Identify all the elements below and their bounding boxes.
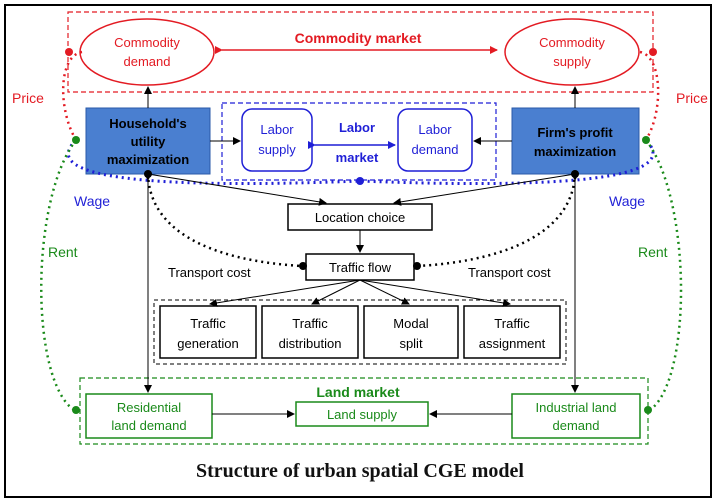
commodity-market-title: Commodity market	[295, 30, 422, 46]
household-utility-node	[85, 107, 211, 175]
rent-left-connector	[40, 139, 77, 412]
price-left-label: Price	[12, 90, 44, 106]
household-to-location-arrow	[147, 173, 327, 206]
industrial-line1: Industrial land	[536, 400, 617, 415]
flow-to-assignment-arrow	[359, 279, 511, 307]
traffic-step-distribution-line1: Traffic	[292, 316, 328, 331]
residential-line2: land demand	[111, 418, 186, 433]
transport-cost-right-label: Transport cost	[468, 265, 551, 280]
commodity-demand-node	[79, 18, 215, 86]
diagram-frame	[4, 4, 712, 498]
figure-caption: Structure of urban spatial CGE model	[196, 460, 524, 482]
traffic-steps-group	[153, 299, 567, 365]
residential-land-demand-node	[85, 393, 213, 439]
rent-right-connector	[645, 139, 683, 412]
price-right-label: Price	[676, 90, 708, 106]
rent-left-label: Rent	[48, 244, 78, 260]
rent-right-dot	[644, 406, 652, 414]
rent-right-label: Rent	[638, 244, 668, 260]
price-left-dot	[65, 48, 73, 56]
commodity-supply-line1: Commodity	[539, 35, 605, 50]
industrial-line2: demand	[553, 418, 600, 433]
traffic-step-modal-line2: split	[399, 336, 423, 351]
traffic-step-generation: Traffic generation	[159, 305, 257, 359]
traffic-step-assignment-line2: assignment	[479, 336, 546, 351]
labor-demand-node	[397, 108, 473, 172]
traffic-flow-label: Traffic flow	[329, 260, 392, 275]
firm-to-location-arrow	[393, 173, 576, 206]
price-left-connector	[61, 50, 83, 141]
traffic-step-assignment: Traffic assignment	[463, 305, 561, 359]
commodity-supply-node	[504, 18, 640, 86]
land-market-title: Land market	[316, 384, 400, 400]
transport-left-connector	[146, 173, 303, 268]
transport-cost-left-label: Transport cost	[168, 265, 251, 280]
traffic-step-distribution: Traffic distribution	[261, 305, 359, 359]
traffic-step-assignment-line1: Traffic	[494, 316, 530, 331]
commodity-demand-line2: demand	[124, 54, 171, 69]
labor-demand-line2: demand	[412, 142, 459, 157]
price-right-connector	[639, 50, 660, 141]
wage-center-dot	[356, 177, 364, 185]
transport-right-dot	[413, 262, 421, 270]
traffic-step-generation-line1: Traffic	[190, 316, 226, 331]
labor-supply-line1: Labor	[260, 122, 294, 137]
transport-left-dot	[299, 262, 307, 270]
traffic-step-modal-line1: Modal	[393, 316, 429, 331]
commodity-supply-line2: supply	[553, 54, 591, 69]
flow-to-distribution-arrow	[311, 279, 361, 305]
household-line3: maximization	[107, 152, 189, 167]
price-right-dot	[649, 48, 657, 56]
land-supply-label: Land supply	[327, 407, 398, 422]
flow-to-modal-arrow	[359, 279, 410, 305]
household-line1: Household's	[109, 116, 187, 131]
transport-right-connector	[417, 173, 577, 268]
rent-left-dot	[72, 406, 80, 414]
flow-to-generation-arrow	[209, 279, 361, 307]
traffic-step-distribution-line2: distribution	[279, 336, 342, 351]
land-supply-node	[295, 401, 429, 427]
wage-right-label: Wage	[609, 193, 645, 209]
labor-market-title-1: Labor	[339, 120, 375, 135]
firm-line2: maximization	[534, 144, 616, 159]
labor-supply-line2: supply	[258, 142, 296, 157]
firm-line1: Firm's profit	[537, 125, 613, 140]
labor-demand-line1: Labor	[418, 122, 452, 137]
firm-profit-node	[511, 107, 640, 175]
commodity-demand-line1: Commodity	[114, 35, 180, 50]
wage-left-label: Wage	[74, 193, 110, 209]
residential-line1: Residential	[117, 400, 181, 415]
labor-market-title-2: market	[336, 150, 379, 165]
labor-supply-node	[241, 108, 313, 172]
traffic-step-generation-line2: generation	[177, 336, 238, 351]
industrial-land-demand-node	[511, 393, 641, 439]
traffic-step-modal-split: Modal split	[363, 305, 459, 359]
household-line2: utility	[131, 134, 166, 149]
location-choice-label: Location choice	[315, 210, 405, 225]
